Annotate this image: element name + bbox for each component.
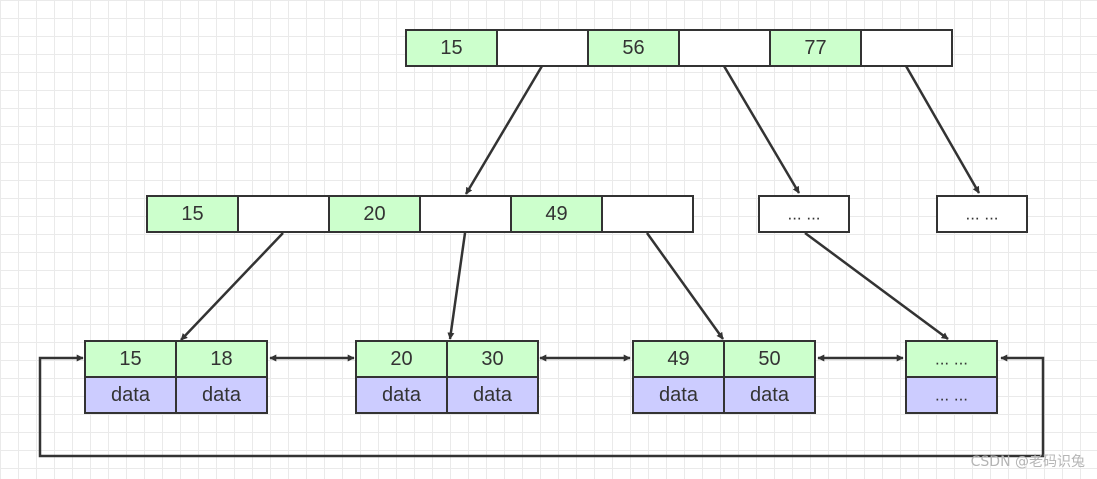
internal-to-leaf2-edge: [447, 232, 467, 340]
leaf-node-1: 15 18 data data: [84, 340, 268, 414]
leaf-key-text: 18: [210, 348, 232, 370]
internal-to-leaf3-edge: [645, 232, 725, 340]
internal-pointer-cell: [601, 195, 694, 233]
root-key-text: 77: [804, 37, 826, 59]
leaf-data-cell: [84, 376, 177, 414]
leaf-data-cell: [905, 376, 998, 414]
internal-key-text: 15: [181, 203, 203, 225]
ellipsis1-to-leaf4-edge: [804, 231, 949, 341]
internal-key-cell: [146, 195, 239, 233]
leaf-data-cell: [446, 376, 539, 414]
root-key-cell: [405, 29, 498, 67]
leaf-data-text: data: [473, 384, 513, 406]
ellipsis-node-box: [936, 195, 1028, 233]
leaf-data-cell: [723, 376, 816, 414]
leaf-node-2: 20 30 data data: [355, 340, 539, 414]
root-node: 15 56 77: [405, 29, 953, 67]
tree-edges: [38, 65, 1045, 458]
leaf-key-cell: [905, 340, 998, 378]
leaf-key-cell: [355, 340, 448, 378]
ellipsis-node-box: [758, 195, 850, 233]
leaf-key-text: ... ...: [935, 350, 968, 369]
leaf-key-text: 30: [481, 348, 503, 370]
ellipsis-node-2: ... ...: [936, 195, 1028, 233]
leaf-key-text: 20: [390, 348, 412, 370]
root-to-ellipsis2-edge: [904, 65, 981, 194]
leaf-key-cell: [175, 340, 268, 378]
root-to-internal-edge: [464, 65, 544, 195]
leaf-key-cell: [84, 340, 177, 378]
ellipsis-node-text: ... ...: [965, 205, 998, 224]
root-pointer-cell: [678, 29, 771, 67]
internal-node: 15 20 49: [146, 195, 694, 233]
root-key-text: 15: [440, 37, 462, 59]
leaf-key-text: 49: [667, 348, 689, 370]
leaf-node-4: ... ... ... ...: [905, 340, 998, 414]
watermark: CSDN @老码识兔: [970, 454, 1085, 470]
root-to-ellipsis1-edge: [722, 65, 801, 194]
internal-key-text: 49: [545, 203, 567, 225]
root-pointer-cell: [496, 29, 589, 67]
leaf-data-cell: [355, 376, 448, 414]
leaf-key-cell: [632, 340, 725, 378]
ellipsis-node-1: ... ...: [758, 195, 850, 233]
root-key-cell: [587, 29, 680, 67]
leaf-key-cell: [446, 340, 539, 378]
leaf-node-3: 49 50 data data: [632, 340, 816, 414]
root-pointer-cell: [860, 29, 953, 67]
root-key-text: 56: [622, 37, 644, 59]
leaf-wraparound-link: [38, 354, 1045, 458]
ellipsis-node-text: ... ...: [787, 205, 820, 224]
leaf-key-text: 50: [758, 348, 780, 370]
internal-to-leaf1-edge: [180, 232, 284, 341]
leaf-key-text: 15: [119, 348, 141, 370]
leaf-data-text: data: [382, 384, 422, 406]
leaf-data-text: data: [659, 384, 699, 406]
internal-pointer-cell: [237, 195, 330, 233]
internal-key-text: 20: [363, 203, 385, 225]
leaf-data-text: ... ...: [935, 386, 968, 405]
leaf-data-text: data: [202, 384, 242, 406]
leaf-data-text: data: [750, 384, 790, 406]
internal-key-cell: [510, 195, 603, 233]
leaf-data-cell: [632, 376, 725, 414]
leaf-data-text: data: [111, 384, 151, 406]
internal-key-cell: [328, 195, 421, 233]
leaf-data-cell: [175, 376, 268, 414]
internal-pointer-cell: [419, 195, 512, 233]
